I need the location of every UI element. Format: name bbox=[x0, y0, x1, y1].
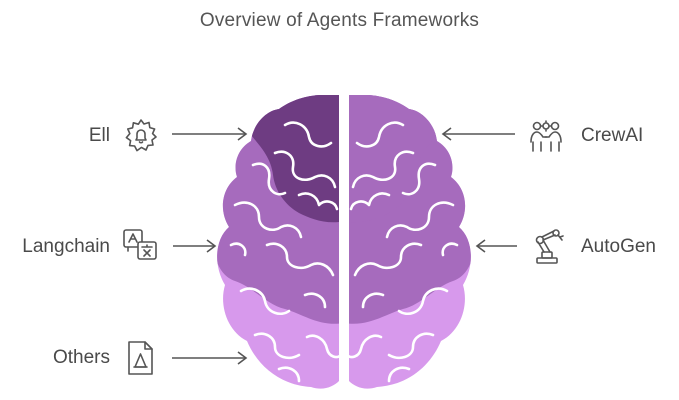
arrow-langchain bbox=[173, 236, 217, 256]
arrow-others bbox=[172, 348, 248, 368]
label-langchain: Langchain bbox=[22, 236, 110, 257]
team-collaboration-icon bbox=[526, 116, 566, 156]
label-others: Others bbox=[52, 347, 110, 368]
brain-left-top bbox=[251, 95, 339, 223]
label-autogen: AutoGen bbox=[581, 236, 656, 257]
brain-illustration bbox=[215, 95, 471, 391]
arrow-crewai bbox=[441, 124, 515, 144]
robot-arm-icon bbox=[527, 226, 567, 266]
diagram-title: Overview of Agents Frameworks bbox=[199, 10, 480, 31]
document-cone-icon bbox=[120, 338, 160, 378]
translate-icon bbox=[120, 226, 160, 266]
label-crewai: CrewAI bbox=[581, 125, 644, 146]
label-ell: Ell bbox=[88, 125, 110, 146]
gear-bell-icon bbox=[121, 116, 161, 156]
brain-right-top bbox=[349, 95, 437, 223]
arrow-autogen bbox=[475, 236, 517, 256]
arrow-ell bbox=[172, 124, 248, 144]
